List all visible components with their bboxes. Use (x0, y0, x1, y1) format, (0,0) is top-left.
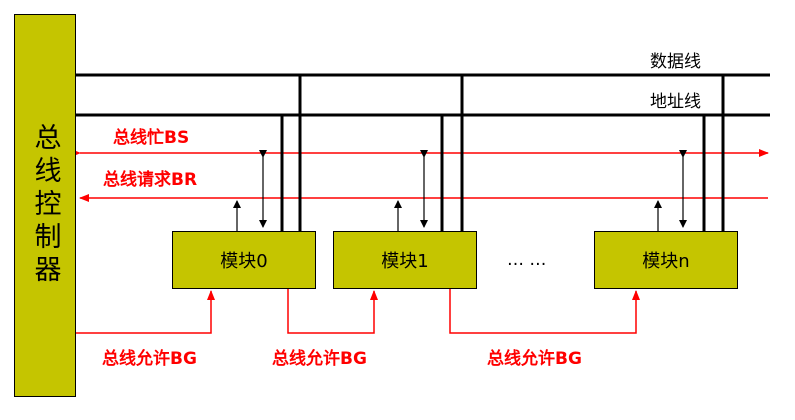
address-bus-label: 地址线 (650, 92, 701, 112)
module-n-label: 模块n (642, 251, 690, 272)
grant-chain-0 (76, 290, 215, 334)
module-n-connections (654, 75, 725, 231)
module-0-label: 模块0 (220, 251, 268, 272)
request-signal-label: 总线请求BR (103, 170, 198, 190)
module-1-label: 模块1 (381, 251, 429, 272)
modules-ellipsis: … … (507, 250, 547, 270)
grant-chain-n (449, 289, 640, 334)
grant-label-n: 总线允许BG (487, 349, 582, 369)
module-0-connections (233, 75, 302, 231)
bus-controller: 总线控制器 (14, 14, 76, 397)
module-1: 模块1 (333, 231, 477, 289)
module-0: 模块0 (172, 231, 316, 289)
module-1-connections (394, 75, 464, 231)
grant-label-1: 总线允许BG (272, 349, 367, 369)
grant-label-0: 总线允许BG (102, 349, 197, 369)
grant-chain-1 (287, 289, 378, 334)
bus-controller-label: 总线控制器 (29, 123, 61, 288)
module-n: 模块n (594, 231, 738, 289)
data-bus-label: 数据线 (650, 52, 701, 72)
busy-signal-label: 总线忙BS (113, 128, 190, 148)
